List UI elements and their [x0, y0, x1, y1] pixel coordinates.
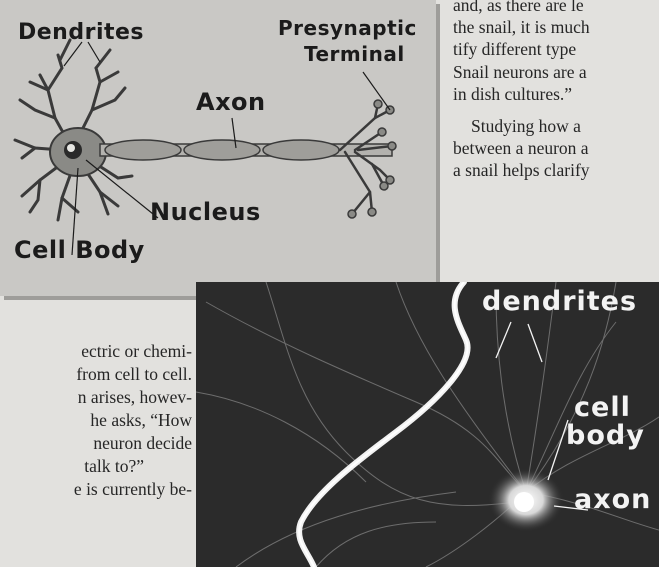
label-dendrites: Dendrites [18, 22, 144, 44]
text-line: tify different type [453, 39, 576, 59]
label-presynaptic: Presynaptic [278, 18, 417, 38]
cell-body-core [514, 492, 534, 512]
text-line: e is currently be- [0, 478, 192, 501]
photo-label-dendrites: dendrites [482, 288, 637, 316]
text-line: in dish cultures.” [453, 84, 572, 104]
terminal-branches [340, 104, 392, 214]
text-line: he asks, “How [0, 409, 192, 432]
left-column-text: ectric or chemi- from cell to cell. n ar… [0, 340, 192, 501]
text-line: between a neuron a [453, 138, 589, 158]
neuron-micrograph: dendrites cell body axon [196, 282, 659, 567]
text-line: n arises, howev- [0, 386, 192, 409]
label-cell-body: Cell Body [14, 238, 145, 262]
right-paragraph-1: and, as there are le the snail, it is mu… [453, 0, 659, 105]
right-column-text: and, as there are le the snail, it is mu… [453, 0, 659, 182]
nucleolus-shape [67, 144, 75, 152]
label-axon: Axon [196, 90, 266, 114]
text-line: from cell to cell. [0, 363, 192, 386]
neuron-diagram: Dendrites Presynaptic Terminal Axon Nucl… [0, 0, 436, 296]
right-paragraph-2: Studying how a between a neuron a a snai… [453, 115, 659, 182]
text-line: Snail neurons are a [453, 62, 587, 82]
text-line: Studying how a [471, 116, 581, 136]
photo-label-cell: cell [574, 394, 631, 422]
label-nucleus: Nucleus [150, 200, 261, 224]
text-line: neuron decide [0, 432, 192, 455]
text-line: and, as there are le [453, 0, 584, 15]
label-terminal: Terminal [304, 44, 405, 64]
photo-label-axon: axon [574, 486, 651, 514]
text-line: the snail, it is much [453, 17, 590, 37]
text-line: talk to?” [0, 455, 192, 478]
text-line: a snail helps clarify [453, 160, 590, 180]
myelin-segments [105, 140, 339, 160]
text-line: ectric or chemi- [0, 340, 192, 363]
photo-label-body: body [566, 422, 645, 450]
